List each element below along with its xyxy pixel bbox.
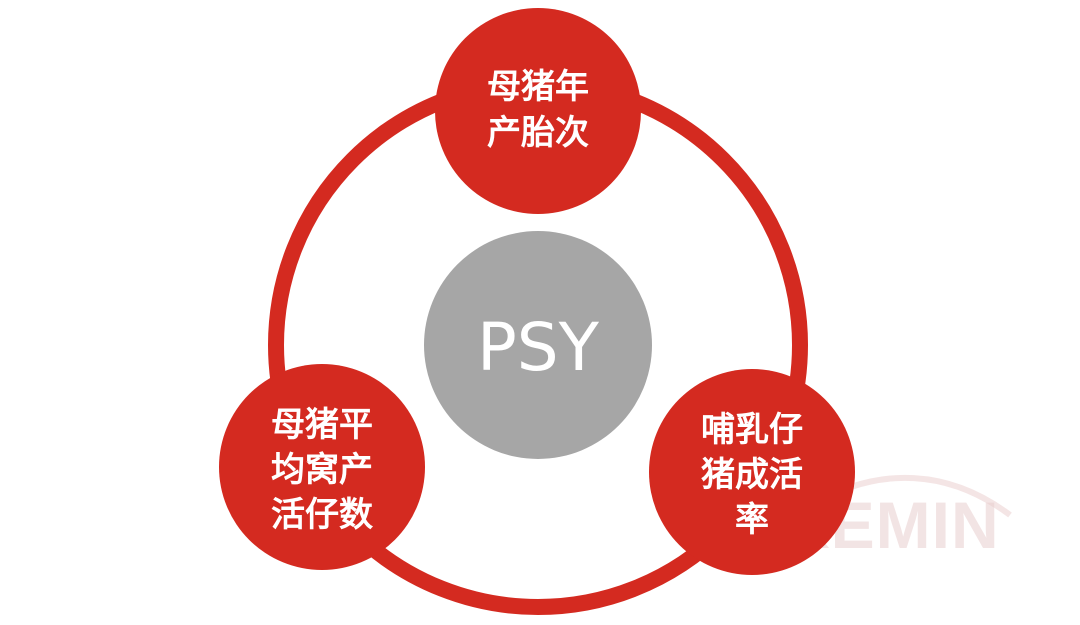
node-top-circle xyxy=(435,8,641,214)
center-circle xyxy=(424,231,652,459)
node-left-line-1: 母猪平 xyxy=(271,405,373,445)
node-left-line-3: 活仔数 xyxy=(271,495,373,535)
node-right: 哺乳仔 猪成活 率 xyxy=(649,369,855,575)
node-left-circle xyxy=(219,364,425,570)
node-left: 母猪平 均窝产 活仔数 xyxy=(219,364,425,570)
node-left-line-2: 均窝产 xyxy=(271,450,373,490)
center-label: PSY xyxy=(477,309,600,386)
node-top: 母猪年 产胎次 xyxy=(435,8,641,214)
center-node: PSY xyxy=(424,231,652,459)
node-right-circle xyxy=(649,369,855,575)
node-top-line-1: 母猪年 xyxy=(487,67,589,107)
node-right-line-3: 率 xyxy=(735,500,769,540)
node-right-line-2: 猪成活 xyxy=(701,455,803,495)
node-right-line-1: 哺乳仔 xyxy=(701,410,803,450)
node-top-line-2: 产胎次 xyxy=(487,113,589,153)
